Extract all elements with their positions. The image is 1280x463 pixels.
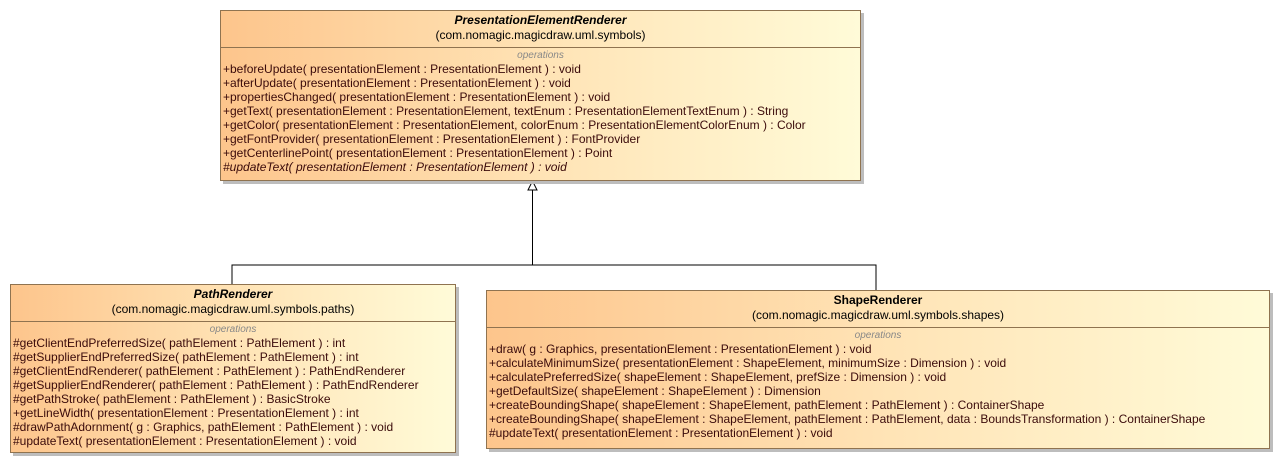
class-header: PathRenderer (com.nomagic.magicdraw.uml.… — [11, 285, 455, 322]
operation-row[interactable]: +propertiesChanged( presentationElement … — [223, 90, 611, 104]
generalization-arrowhead — [527, 179, 538, 191]
operation-row[interactable]: #updateText( presentationElement : Prese… — [13, 434, 357, 448]
operation-row[interactable]: +calculatePreferredSize( shapeElement : … — [489, 370, 947, 384]
class-header: ShapeRenderer (com.nomagic.magicdraw.uml… — [487, 291, 1269, 328]
operation-row[interactable]: #getClientEndRenderer( pathElement : Pat… — [13, 364, 406, 378]
class-presentation-element-renderer[interactable]: PresentationElementRenderer (com.nomagic… — [220, 10, 861, 181]
class-package: (com.nomagic.magicdraw.uml.symbols.paths… — [111, 302, 355, 316]
class-package: (com.nomagic.magicdraw.uml.symbols.shape… — [751, 308, 1005, 322]
class-name: PathRenderer — [193, 287, 273, 301]
operation-row[interactable]: +afterUpdate( presentationElement : Pres… — [223, 76, 571, 90]
operation-row[interactable]: +beforeUpdate( presentationElement : Pre… — [223, 62, 581, 76]
operation-row[interactable]: #getPathStroke( pathElement : PathElemen… — [13, 392, 331, 406]
operation-row[interactable]: +createBoundingShape( shapeElement : Sha… — [489, 398, 1045, 412]
operation-row[interactable]: +getCenterlinePoint( presentationElement… — [223, 146, 613, 160]
class-path-renderer[interactable]: PathRenderer (com.nomagic.magicdraw.uml.… — [10, 284, 456, 453]
operations-label: operations — [517, 50, 564, 61]
inheritance-branch-line — [231, 264, 877, 290]
class-name: ShapeRenderer — [833, 293, 923, 307]
operation-row[interactable]: #getSupplierEndPreferredSize( pathElemen… — [13, 350, 359, 364]
operation-row[interactable]: +getFontProvider( presentationElement : … — [223, 132, 641, 146]
operation-row[interactable]: +getColor( presentationElement : Present… — [223, 118, 806, 132]
class-shape-renderer[interactable]: ShapeRenderer (com.nomagic.magicdraw.uml… — [486, 290, 1270, 449]
operation-row[interactable]: +calculateMinimumSize( presentationEleme… — [489, 356, 1007, 370]
class-header: PresentationElementRenderer (com.nomagic… — [221, 11, 860, 48]
operation-row[interactable]: #getSupplierEndRenderer( pathElement : P… — [13, 378, 419, 392]
operation-row[interactable]: +getLineWidth( presentationElement : Pre… — [13, 406, 359, 420]
operation-row[interactable]: +getDefaultSize( shapeElement : ShapeEle… — [489, 384, 821, 398]
operations-label: operations — [209, 324, 257, 335]
operations-label: operations — [854, 330, 902, 341]
class-name: PresentationElementRenderer — [454, 13, 627, 27]
operation-row[interactable]: #updateText( presentationElement : Prese… — [223, 160, 567, 174]
operation-row[interactable]: +getText( presentationElement : Presenta… — [223, 104, 789, 118]
operation-row[interactable]: +draw( g : Graphics, presentationElement… — [489, 342, 872, 356]
operation-row[interactable]: +createBoundingShape( shapeElement : Sha… — [489, 412, 1206, 426]
operation-row[interactable]: #drawPathAdornment( g : Graphics, pathEl… — [13, 420, 394, 434]
operation-row[interactable]: #updateText( presentationElement : Prese… — [489, 426, 833, 440]
class-package: (com.nomagic.magicdraw.uml.symbols) — [435, 28, 646, 42]
operation-row[interactable]: #getClientEndPreferredSize( pathElement … — [13, 336, 346, 350]
